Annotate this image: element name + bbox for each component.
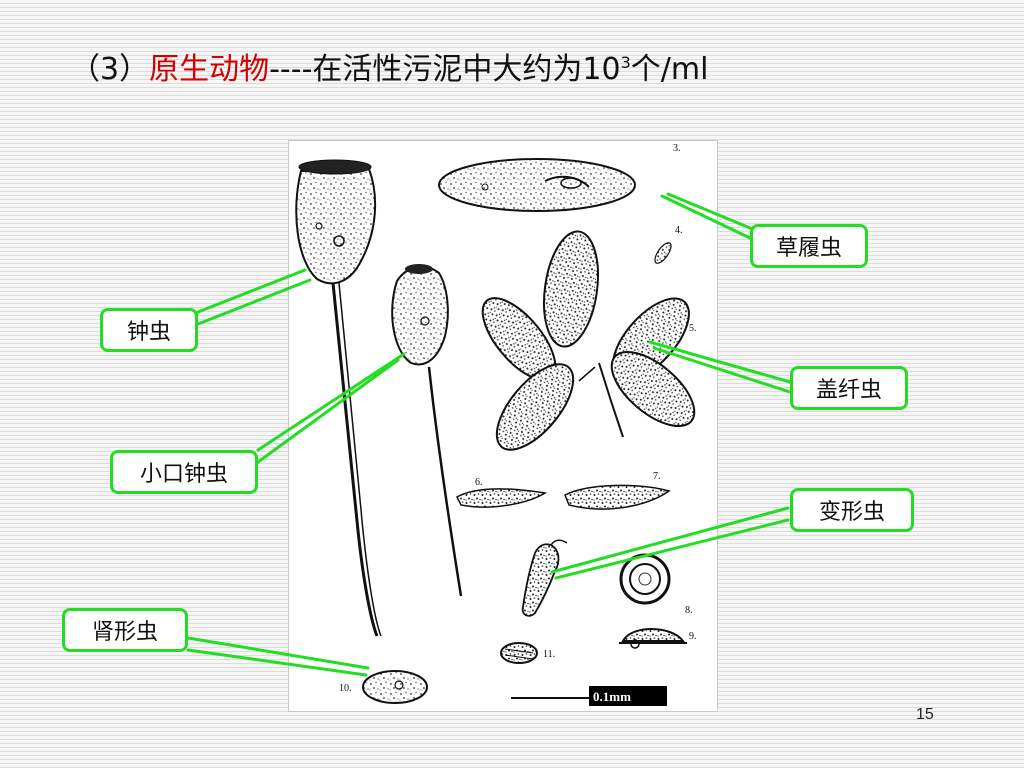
amoeba-organism: [521, 539, 568, 617]
label-caolvchong: 草履虫: [750, 224, 868, 268]
small-organism-4: 4.: [654, 225, 683, 264]
title-prefix: （3）: [70, 52, 150, 87]
scale-bar-label: 0.1mm: [593, 689, 631, 704]
elongated-organism-7: 7.: [564, 471, 671, 510]
label-gaixianchong: 盖纤虫: [790, 366, 908, 410]
round-cyst-organism: 8.: [619, 553, 693, 616]
vorticella-organism: [295, 159, 382, 637]
plate-number-4: 4.: [675, 225, 683, 236]
plate-number-10: 10.: [339, 683, 352, 694]
plate-number-3: 3.: [673, 143, 681, 154]
scale-bar: 0.1mm: [511, 686, 667, 706]
label-shenxingchong: 肾形虫: [62, 608, 188, 652]
plate-number-11: 11.: [543, 649, 555, 660]
protozoa-drawing: 3. 4. 5. 6. 7.: [295, 143, 697, 706]
plate-number-8: 8.: [685, 605, 693, 616]
scale-bar-fill: [589, 686, 667, 706]
title-highlight: 原生动物: [149, 52, 270, 87]
slide-title: （3）原生动物----在活性污泥中大约为103个/ml: [70, 44, 708, 88]
protozoa-illustration: 3. 4. 5. 6. 7.: [288, 140, 718, 712]
hemispherical-organism-9: 9.: [619, 628, 697, 649]
plate-number-6: 6.: [475, 477, 483, 488]
oval-organism-11: 11.: [500, 642, 555, 664]
opercularia-organism: 5.: [481, 230, 697, 451]
title-superscript: 3: [620, 53, 631, 72]
colpoda-organism: 10.: [339, 670, 428, 704]
small-mouth-vorticella-organism: [391, 264, 463, 597]
title-rest: ----在活性污泥中大约为10: [269, 52, 621, 87]
plate-number-9: 9.: [689, 631, 697, 642]
label-bianxingchong: 变形虫: [790, 488, 914, 532]
elongated-organism-6: 6.: [456, 477, 548, 508]
page-number: 15: [916, 706, 934, 723]
label-xiaokou-zhongchong: 小口钟虫: [110, 450, 258, 494]
title-suffix: 个/ml: [630, 52, 709, 87]
paramecium-organism: 3.: [438, 143, 681, 212]
plate-number-5: 5.: [689, 323, 697, 334]
plate-number-7: 7.: [653, 471, 661, 482]
label-zhongchong: 钟虫: [100, 308, 198, 352]
